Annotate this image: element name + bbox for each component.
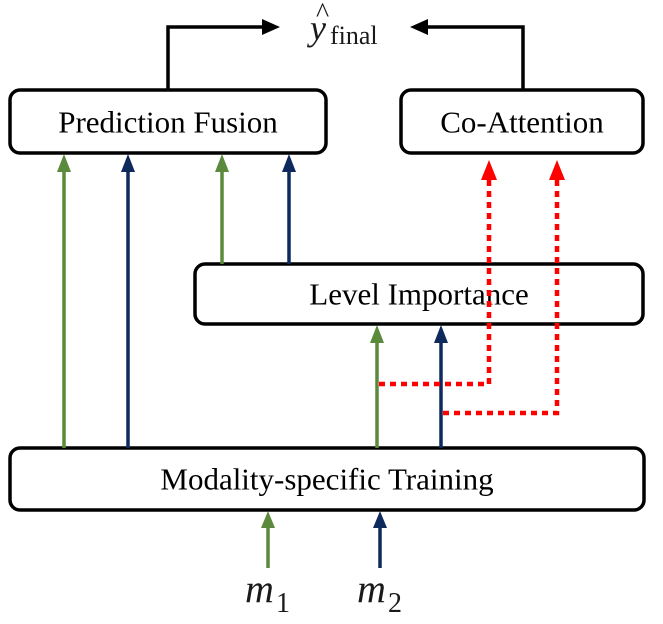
output-label: ^ y final <box>307 0 378 50</box>
level-importance-label: Level Importance <box>309 277 528 312</box>
arrow-m1-training-to-level <box>370 325 384 448</box>
level-importance-box: Level Importance <box>193 262 645 326</box>
output-label-subscript: final <box>330 21 378 50</box>
co-attention-box: Co-Attention <box>399 88 645 155</box>
input-label-m2: m 2 <box>357 566 402 619</box>
arrow-m2-training-to-level <box>434 325 448 448</box>
attention-path-m2 <box>443 160 565 416</box>
input-label-m1: m 1 <box>245 566 290 619</box>
prediction-fusion-label: Prediction Fusion <box>58 105 278 140</box>
input-arrow-m1 <box>261 511 275 568</box>
output-label-base: y <box>307 8 326 48</box>
input-label-m1-subscript: 1 <box>276 588 290 619</box>
output-arrow-fusion <box>166 19 280 90</box>
arrow-m1-level-to-fusion <box>215 154 229 264</box>
output-arrow-coattention <box>410 19 525 90</box>
arrow-m2-training-to-fusion <box>121 154 135 448</box>
attention-path-m1 <box>379 160 497 387</box>
modality-training-box: Modality-specific Training <box>8 446 646 512</box>
co-attention-label: Co-Attention <box>440 105 604 140</box>
arrow-m1-training-to-fusion <box>57 154 71 448</box>
output-label-accent: ^ <box>316 0 329 29</box>
prediction-fusion-box: Prediction Fusion <box>8 88 328 155</box>
input-label-m2-subscript: 2 <box>388 588 402 619</box>
input-arrow-m2 <box>373 511 387 568</box>
arrow-m2-level-to-fusion <box>282 154 296 264</box>
input-label-m2-base: m <box>357 566 386 611</box>
input-label-m1-base: m <box>245 566 274 611</box>
modality-training-label: Modality-specific Training <box>160 462 493 497</box>
